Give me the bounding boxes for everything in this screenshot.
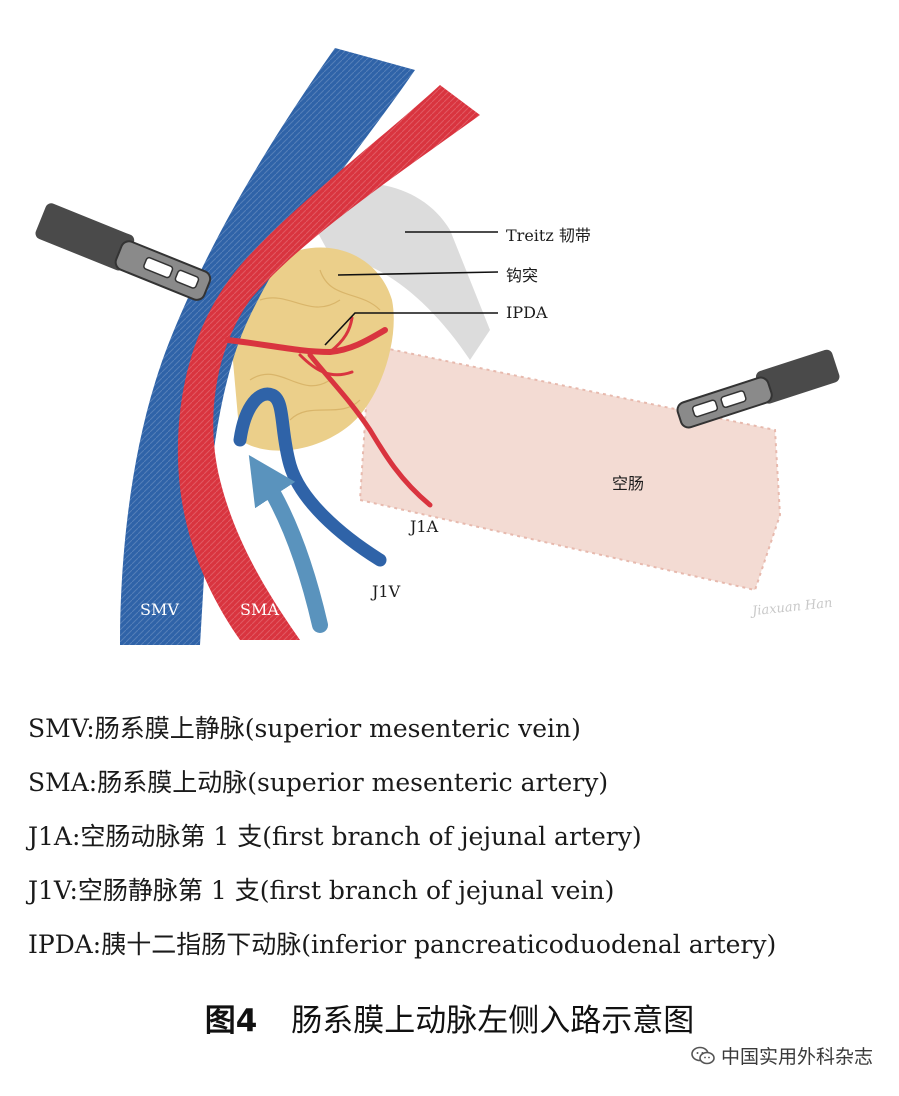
legend-entry: J1A:空肠动脉第 1 支(first branch of jejunal ar… xyxy=(28,822,642,851)
watermark: 中国实用外科杂志 xyxy=(691,1042,873,1069)
label-treitz: Treitz 韧带 xyxy=(506,226,591,245)
wechat-icon xyxy=(691,1046,715,1064)
legend-entry: SMV:肠系膜上静脉(superior mesenteric vein) xyxy=(28,714,581,743)
label-j1a: J1A xyxy=(410,517,439,536)
legend-entry: IPDA:胰十二指肠下动脉(inferior pancreaticoduoden… xyxy=(28,930,777,959)
anatomy-illustration xyxy=(35,48,840,645)
figure-title: 肠系膜上动脉左侧入路示意图 xyxy=(291,1003,695,1039)
jejunum xyxy=(358,343,782,592)
flow-arrow xyxy=(248,454,328,633)
legend-entry: J1V:空肠静脉第 1 支(first branch of jejunal ve… xyxy=(28,876,615,905)
treitz-ligament xyxy=(300,183,490,360)
legend-text: SMV:肠系膜上静脉(superior mesenteric vein) SMA… xyxy=(28,702,873,972)
watermark-text: 中国实用外科杂志 xyxy=(720,1046,873,1068)
label-j1v: J1V xyxy=(372,582,401,601)
label-smv: SMV xyxy=(140,600,179,619)
j1a-vessel xyxy=(307,352,433,508)
label-uncinate: 钩突 xyxy=(506,266,539,285)
leader-lines xyxy=(324,231,499,346)
figure-number: 图4 xyxy=(204,1003,258,1039)
label-sma: SMA xyxy=(240,600,279,619)
figure-caption: 图4 肠系膜上动脉左侧入路示意图 xyxy=(0,995,899,1040)
label-ipda: IPDA xyxy=(506,303,548,322)
legend-entry: SMA:肠系膜上动脉(superior mesenteric artery) xyxy=(28,768,609,797)
left-instrument xyxy=(35,203,212,301)
label-jejunum: 空肠 xyxy=(612,474,645,493)
j1v-vessel xyxy=(233,387,387,567)
right-instrument xyxy=(676,349,840,429)
